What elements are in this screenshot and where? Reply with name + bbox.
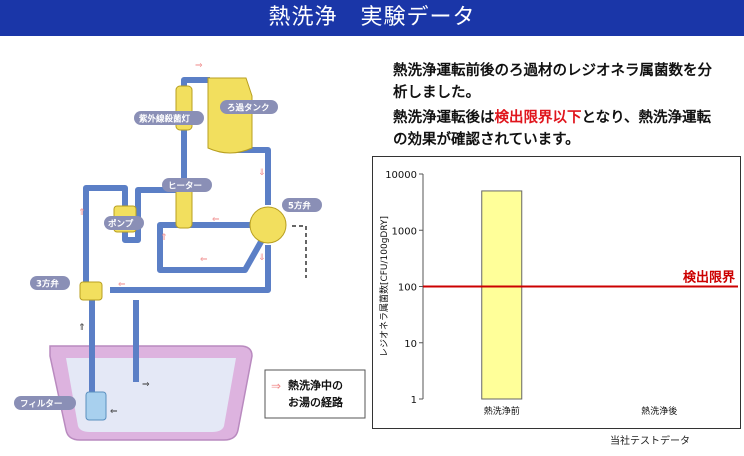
pipe-5way-left [157,222,265,273]
legend-box [264,369,366,419]
piping-diagram: ⇒ ⇓ ⇓ ⇐ ⇐ ⇐ ⇑ ⇑ ⇑ ⇒ ⇐ 紫外線殺菌灯 ろ過タンク ヒーター … [14,61,366,441]
legend-line1: 熱洗浄中の [288,378,343,392]
legend-line2: お湯の経路 [288,395,344,409]
label-pump: ポンプ [108,219,134,230]
flow-arrow: ⇐ [200,255,208,265]
three-way-valve [79,281,103,301]
pipe-5way-to-3way [110,245,271,293]
filter-unit [85,391,107,421]
flow-arrow: ⇒ [142,380,150,390]
x-category-label: 熱洗浄後 [641,405,677,417]
detection-limit-highlight: 検出限界以下 [494,110,582,126]
y-tick-label: 10 [404,339,417,350]
label-five-way-valve: 5方弁 [288,201,311,212]
label-filter: フィルター [20,399,62,410]
description-before: 熱洗浄運転後は [393,110,495,126]
y-axis-label: レジオネラ属菌数[CFU/100gDRY] [378,216,390,357]
y-tick-label: 10000 [385,170,417,181]
label-three-way-valve: 3方弁 [36,279,59,290]
label-uv-lamp: 紫外線殺菌灯 [139,114,191,125]
label-heater: ヒーター [168,181,202,192]
flow-arrow: ⇑ [78,208,86,218]
five-way-valve [249,206,287,244]
x-category-label: 熱洗浄前 [484,405,520,417]
flow-arrow: ⇑ [160,233,168,243]
y-tick-label: 100 [398,283,417,294]
flow-arrow: ⇒ [195,61,203,71]
header-bar: 熱洗浄 実験データ [0,0,744,36]
description-line2: 熱洗浄運転後は検出限界以下となり、熱洗浄運転の効果が確認されています。 [393,107,723,151]
bar [481,190,523,400]
flow-arrow: ⇐ [212,215,220,225]
page-title: 熱洗浄 実験データ [268,5,476,30]
legend-arrow: ⇒ [271,379,281,393]
chart-frame: 10000 1000 100 10 1 レジオネラ属菌数[CFU/100gDRY] 熱洗浄前… [372,156,741,429]
bathtub-water [66,358,236,432]
source-note: 当社テストデータ [610,436,690,447]
pipe-heater-up [181,77,210,215]
flow-arrow: ⇐ [118,280,126,290]
label-filter-tank: ろ過タンク [227,103,270,114]
pipe-drain [292,225,307,278]
y-tick-label: 1000 [392,226,417,237]
flow-arrow: ⇓ [258,253,266,263]
flow-arrow: ⇐ [110,407,118,417]
pipe-pump-to-heater [122,187,180,243]
flow-arrow: ⇑ [78,323,86,333]
description-after: となり、熱洗浄運転の効果が確認されています。 [393,110,711,148]
flow-arrow: ⇓ [258,168,266,178]
description-line1: 熱洗浄運転前後のろ過材のレジオネラ属菌数を分析しました。 [393,63,712,101]
filter-tank [207,77,253,154]
pipe-pump-to-3way [83,185,128,293]
y-tick-label: 1 [411,395,417,406]
detection-limit-label: 検出限界 [683,270,735,286]
legionella-chart: 10000 1000 100 10 1 レジオネラ属菌数[CFU/100gDRY] 熱洗浄前… [378,170,738,417]
